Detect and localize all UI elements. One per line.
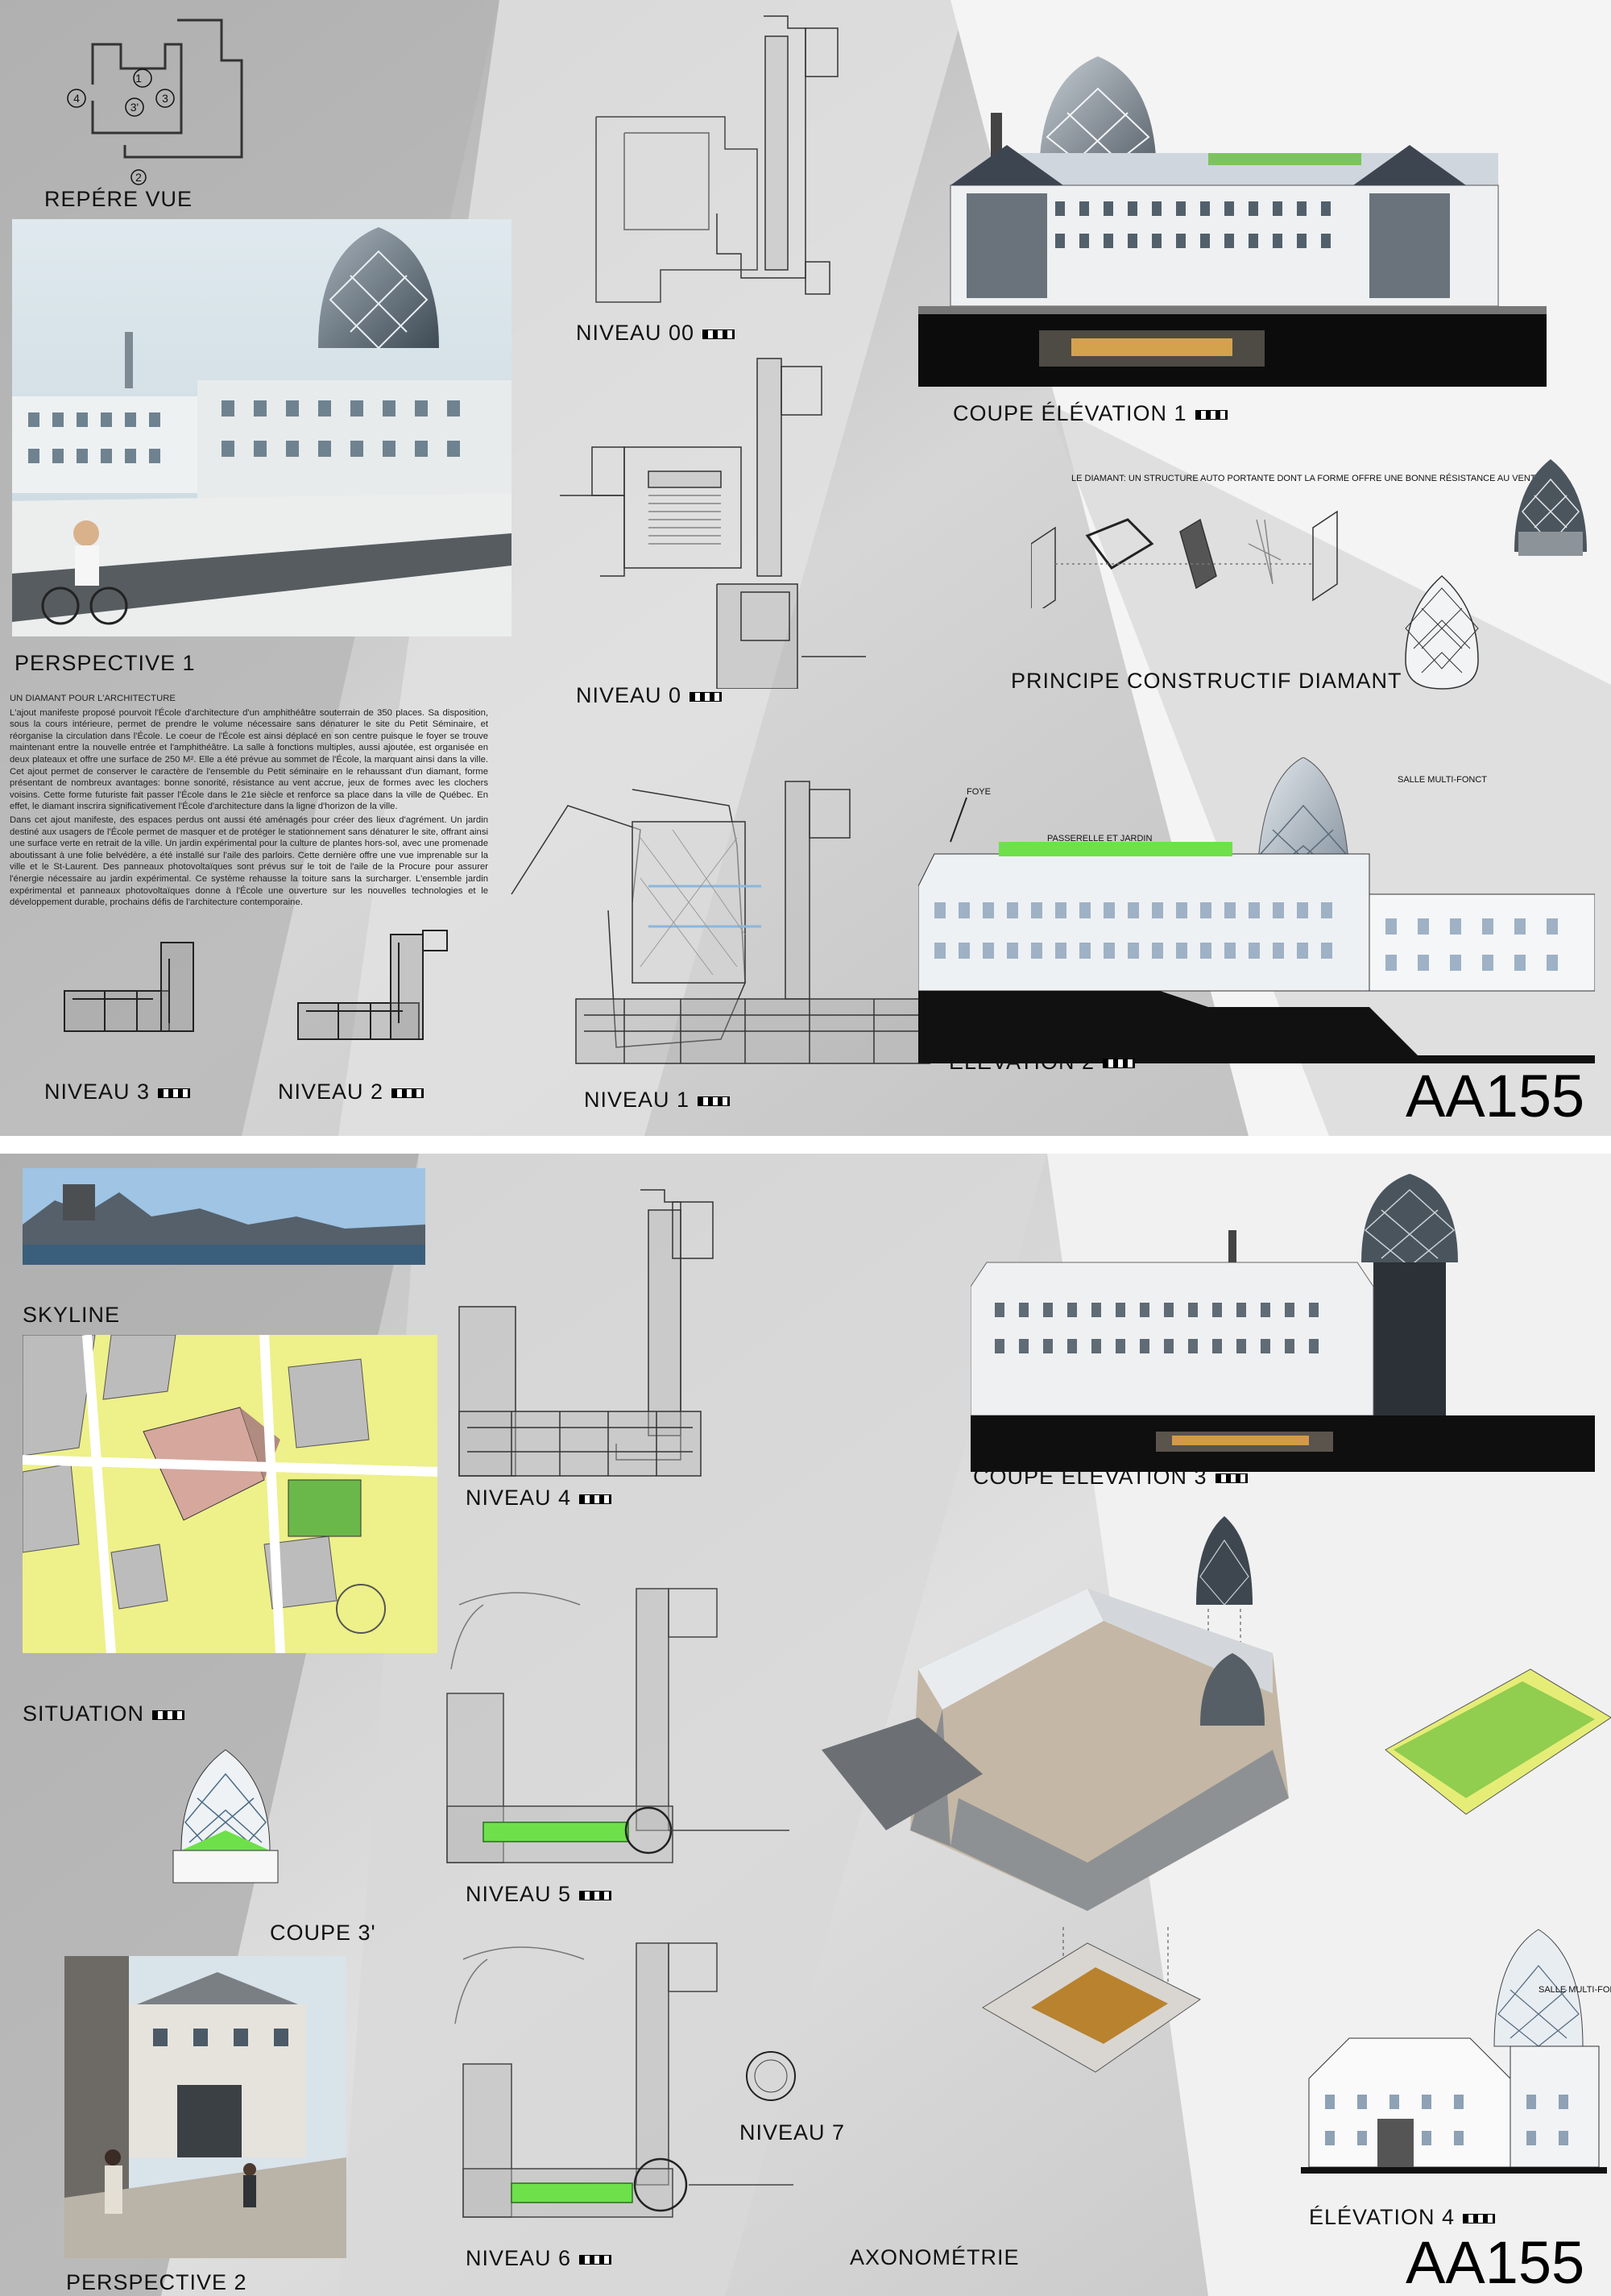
niveau-6-scale-bar xyxy=(579,2254,612,2265)
coupe-3-scale-bar xyxy=(1215,1473,1248,1483)
elev4-tag-salle: SALLE MULTI-FONCTION xyxy=(1539,1985,1611,1995)
niveau-2-scale-bar xyxy=(391,1088,424,1098)
niveau-0-plan xyxy=(560,358,866,689)
niveau-1-label: NIVEAU 1 xyxy=(584,1088,731,1113)
board-1: 1 2 3 4 3' REPÉRE VUE xyxy=(0,0,1611,1136)
coupe-3-prime-drawing xyxy=(172,1749,279,1884)
niveau-0-label: NIVEAU 0 xyxy=(576,683,723,708)
situation-map xyxy=(23,1335,437,1653)
elev2-tag-foyer: FOYE xyxy=(967,787,991,797)
perspective-1-render xyxy=(12,219,511,636)
repere-mark-3prime: 3' xyxy=(130,101,139,114)
niveau-4-plan xyxy=(458,1189,714,1477)
repere-vue-diagram: 1 2 3 4 3' xyxy=(67,19,243,185)
niveau-2-label: NIVEAU 2 xyxy=(278,1080,424,1104)
niveau-3-scale-bar xyxy=(158,1088,191,1098)
coupe-elevation-1-drawing xyxy=(918,56,1547,387)
axonometrie-drawing xyxy=(822,1516,1611,2073)
elev2-tag-passerelle: PASSERELLE ET JARDIN xyxy=(1047,834,1153,843)
niveau-5-plan xyxy=(446,1588,789,1863)
elev2-tag-salle: SALLE MULTI-FONCT xyxy=(1398,775,1488,785)
niveau-6-label: NIVEAU 6 xyxy=(466,2246,612,2271)
niveau-5-label: NIVEAU 5 xyxy=(466,1882,612,1907)
perspective-2-render xyxy=(64,1956,346,2258)
elevation-4-drawing xyxy=(1301,1929,1607,2174)
niveau-1-scale-bar xyxy=(698,1096,731,1106)
description-title: UN DIAMANT POUR L'ARCHITECTURE xyxy=(10,694,176,703)
repere-vue-label: REPÉRE VUE xyxy=(44,187,193,211)
niveau-1-plan xyxy=(511,781,930,1064)
niveau-5-scale-bar xyxy=(579,1890,612,1900)
elevation-2-drawing xyxy=(918,757,1595,1063)
elevation-2-label: ÉLÉVATION 2 xyxy=(949,1050,1136,1075)
repere-mark-1: 1 xyxy=(135,72,142,85)
principe-constructif-label: PRINCIPE CONSTRUCTIF DIAMANT xyxy=(1011,669,1402,693)
niveau-4-scale-bar xyxy=(579,1494,612,1504)
principe-constructif-diagram xyxy=(1031,510,1338,608)
niveau-0-scale-bar xyxy=(690,691,723,702)
situation-scale-bar xyxy=(152,1710,185,1720)
repere-mark-3: 3 xyxy=(162,92,168,105)
diamond-wireframe xyxy=(1405,574,1479,690)
repere-mark-4: 4 xyxy=(73,92,80,105)
coupe-1-scale-bar xyxy=(1195,409,1228,420)
project-description: UN DIAMANT POUR L'ARCHITECTURE L'ajout m… xyxy=(10,693,488,910)
skyline-label: SKYLINE xyxy=(23,1303,121,1327)
niveau-3-plan xyxy=(64,942,194,1032)
niveau-2-plan xyxy=(297,930,448,1040)
niveau-7-label: NIVEAU 7 xyxy=(739,2120,846,2145)
board-2-code: AA155 xyxy=(1406,2229,1585,2296)
coupe-elevation-3-label: COUPE ÉLÉVATION 3 xyxy=(973,1465,1248,1490)
repere-mark-2: 2 xyxy=(135,171,142,184)
description-paragraph-1: L'ajout manifeste proposé pourvoit l'Éco… xyxy=(10,707,488,812)
coupe-elevation-1-label: COUPE ÉLÉVATION 1 xyxy=(953,401,1228,426)
niveau-00-label: NIVEAU 00 xyxy=(576,321,735,346)
board-2: SKYLINE SITUATION COUPE 3' xyxy=(0,1154,1611,2296)
coupe-elevation-3-drawing xyxy=(971,1174,1595,1472)
niveau-00-scale-bar xyxy=(702,329,735,339)
niveau-6-plan xyxy=(454,1942,793,2218)
elevation-4-label: ÉLÉVATION 4 xyxy=(1309,2205,1496,2230)
coupe-3-prime-label: COUPE 3' xyxy=(270,1921,376,1945)
perspective-2-label: PERSPECTIVE 2 xyxy=(66,2270,247,2294)
axonometrie-label: AXONOMÉTRIE xyxy=(850,2245,1020,2269)
niveau-4-label: NIVEAU 4 xyxy=(466,1486,612,1511)
diamond-section-3d xyxy=(1514,459,1587,556)
niveau-7-plan xyxy=(746,2051,796,2101)
niveau-3-label: NIVEAU 3 xyxy=(44,1080,191,1104)
elevation-2-scale-bar xyxy=(1103,1058,1136,1068)
perspective-1-label: PERSPECTIVE 1 xyxy=(14,651,196,675)
situation-label: SITUATION xyxy=(23,1701,185,1726)
description-paragraph-2: Dans cet ajout manifeste, des espaces pe… xyxy=(10,814,488,908)
niveau-00-plan xyxy=(595,15,839,303)
principe-caption: LE DIAMANT: UN STRUCTURE AUTO PORTANTE D… xyxy=(1071,474,1536,483)
board-1-code: AA155 xyxy=(1406,1063,1585,1129)
elevation-4-scale-bar xyxy=(1463,2213,1496,2223)
skyline-photo xyxy=(23,1168,425,1265)
